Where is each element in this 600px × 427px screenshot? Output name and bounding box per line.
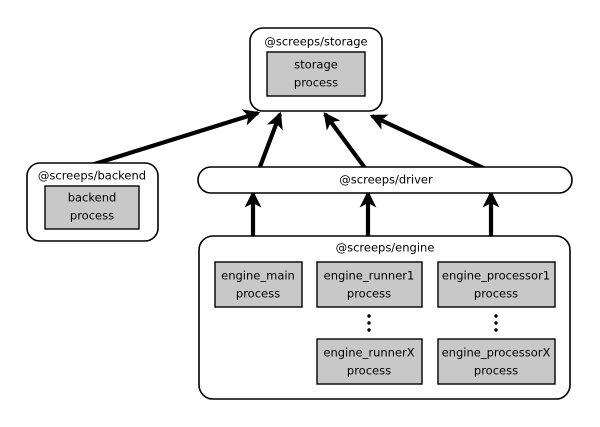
- engine-runnerx-process-box[interactable]: [316, 338, 423, 385]
- package-driver-label: @screeps/driver: [339, 173, 433, 187]
- engine-processor1-process-label-line2: process: [474, 287, 518, 301]
- storage-process-label-line2: process: [294, 76, 338, 90]
- engine-runnerx-process-label-line1: engine_runnerX: [323, 346, 414, 360]
- backend-process-label-line2: process: [70, 209, 114, 223]
- engine-processor1-process-label-line1: engine_processor1: [442, 269, 550, 283]
- engine-runner1-process-label-line1: engine_runner1: [324, 269, 415, 283]
- package-engine[interactable]: @screeps/engine engine_main process engi…: [198, 235, 571, 400]
- package-driver-box: [197, 166, 573, 194]
- package-storage[interactable]: @screeps/storage storage process: [249, 27, 383, 112]
- backend-process-label-line1: backend: [68, 191, 117, 205]
- storage-process-label-line1: storage: [294, 58, 338, 72]
- processor-ellipsis-icon: [494, 314, 498, 332]
- engine-processorx-process-box[interactable]: [437, 338, 556, 385]
- package-backend-label: @screeps/backend: [38, 169, 146, 183]
- arrow-driver-to-storage-right: [369, 114, 493, 174]
- backend-process-box[interactable]: [44, 185, 140, 230]
- package-engine-label: @screeps/engine: [336, 241, 435, 255]
- engine-runner1-process-box[interactable]: [316, 261, 423, 308]
- runner-ellipsis-icon: [367, 314, 371, 332]
- engine-processorx-process-label-line2: process: [474, 364, 518, 378]
- engine-runner1-process-label-line2: process: [347, 287, 391, 301]
- arrow-driver-to-storage-mid: [323, 112, 370, 174]
- arrow-backend-to-storage: [87, 109, 261, 169]
- storage-process-box[interactable]: [266, 51, 366, 97]
- connection-arrows: [87, 109, 500, 238]
- engine-processor1-process-box[interactable]: [437, 261, 556, 308]
- engine-processorx-process-label-line1: engine_processorX: [442, 346, 551, 360]
- package-driver[interactable]: @screeps/driver: [197, 166, 573, 194]
- engine-runnerx-process-label-line2: process: [347, 364, 391, 378]
- engine-main-process-label-line1: engine_main: [221, 269, 295, 283]
- package-backend[interactable]: @screeps/backend backend process: [26, 162, 159, 242]
- arrow-driver-to-storage-left: [256, 111, 283, 173]
- package-storage-label: @screeps/storage: [264, 35, 367, 49]
- engine-main-process-label-line2: process: [236, 287, 280, 301]
- engine-main-process-box[interactable]: [214, 261, 303, 308]
